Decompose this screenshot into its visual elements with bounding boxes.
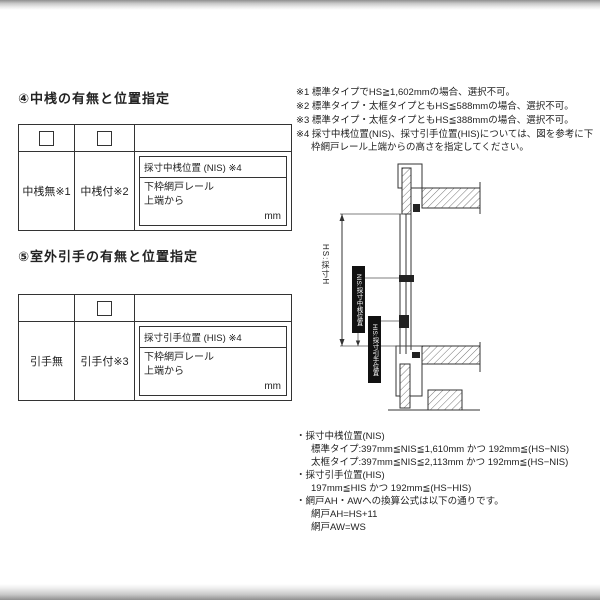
nakazan-with-label: 中桟付※2 — [75, 152, 135, 230]
bottom-rail-section — [421, 345, 481, 365]
footnote-4: ※4 採寸中桟位置(NIS)、採寸引手位置(HIS)については、図を参考に下枠網… — [296, 129, 594, 153]
footnote-1: ※1 標準タイプでHS≧1,602mmの場合、選択不可。 — [296, 87, 516, 98]
nis-dimension-label: NIS:採寸中桟位置 — [352, 266, 365, 333]
spec-note-his-title: ・採寸引手位置(HIS) — [296, 470, 385, 481]
footnote-3: ※3 標準タイプ・太框タイプともHS≦388mmの場合、選択不可。 — [296, 115, 574, 126]
cross-section-drawing — [339, 163, 481, 411]
spec-note-nis-thick: 太框タイプ:397mm≦NIS≦2,113mm かつ 192mm≦(HS−NIS… — [311, 457, 569, 468]
hs-dimension-label: HS:採寸H — [321, 244, 330, 286]
spec-notes-block: ・採寸中桟位置(NIS) 標準タイプ:397mm≦NIS≦1,610mm かつ … — [296, 430, 596, 534]
section5-heading: ⑤室外引手の有無と位置指定 — [18, 249, 199, 264]
nis-desc-line2: 上端から — [144, 195, 184, 207]
pull-handle — [399, 315, 409, 328]
hikite-with-label: 引手付※3 — [75, 322, 135, 400]
hikite-none-checkbox-cell — [19, 295, 75, 321]
nakazan-header-empty-cell — [135, 125, 291, 151]
hikite-table-body-row: 引手無 引手付※3 採寸引手位置 (HIS) ※4 下枠網戸レール 上端から m… — [19, 322, 291, 400]
nakazan-table-header-row — [19, 125, 291, 152]
hikite-with-checkbox-cell — [75, 295, 135, 321]
spec-note-nis-title: ・採寸中桟位置(NIS) — [296, 431, 385, 442]
nakazan-none-label: 中桟無※1 — [19, 152, 75, 230]
nakazan-with-checkbox[interactable] — [97, 130, 112, 146]
bottom-rail-seal — [412, 352, 420, 358]
nakazan-with-checkbox-cell — [75, 125, 135, 151]
his-value-field[interactable]: 下枠網戸レール 上端から mm — [140, 348, 286, 395]
hikite-table-header-row — [19, 295, 291, 322]
spec-note-his-range: 197mm≦HIS かつ 192mm≦(HS−HIS) — [311, 483, 472, 494]
hikite-option-table: 引手無 引手付※3 採寸引手位置 (HIS) ※4 下枠網戸レール 上端から m… — [18, 294, 292, 401]
window-cross-section-diagram: HS:採寸H NIS:採寸中桟位置 HIS:採寸引手位置 — [300, 158, 590, 428]
nakazan-option-table: 中桟無※1 中桟付※2 採寸中桟位置 (NIS) ※4 下枠網戸レール 上端から… — [18, 124, 292, 231]
footnotes-block: ※1 標準タイプでHS≧1,602mmの場合、選択不可。 ※2 標準タイプ・太框… — [296, 86, 594, 155]
hikite-none-label: 引手無 — [19, 322, 75, 400]
section4-heading: ④中桟の有無と位置指定 — [18, 91, 171, 106]
his-dimension-label: HIS:採寸引手位置 — [368, 316, 381, 383]
nis-box-title: 採寸中桟位置 (NIS) ※4 — [140, 157, 286, 178]
his-desc-line1: 下枠網戸レール — [144, 352, 214, 363]
floor-section — [427, 389, 463, 411]
spec-note-nis-standard: 標準タイプ:397mm≦NIS≦1,610mm かつ 192mm≦(HS−NIS… — [311, 444, 569, 455]
middle-rail — [399, 275, 414, 282]
his-unit-label: mm — [264, 380, 281, 392]
hikite-with-checkbox[interactable] — [97, 300, 112, 316]
nis-unit-label: mm — [264, 210, 281, 222]
his-position-box: 採寸引手位置 (HIS) ※4 下枠網戸レール 上端から mm — [139, 326, 287, 396]
bottom-gradient-edge — [0, 584, 600, 600]
top-seal-detail — [413, 204, 420, 212]
footnote-2: ※2 標準タイプ・太框タイプともHS≦588mmの場合、選択不可。 — [296, 101, 574, 112]
nakazan-none-checkbox-cell — [19, 125, 75, 151]
his-desc-line2: 上端から — [144, 365, 184, 377]
nakazan-none-checkbox[interactable] — [39, 130, 54, 146]
top-gradient-edge — [0, 0, 600, 10]
nis-desc-line1: 下枠網戸レール — [144, 182, 214, 193]
his-box-cell: 採寸引手位置 (HIS) ※4 下枠網戸レール 上端から mm — [135, 322, 291, 400]
spec-note-formula-title: ・網戸AH・AWへの換算公式は以下の通りです。 — [296, 496, 504, 507]
top-rail-section — [421, 187, 481, 209]
nis-value-field[interactable]: 下枠網戸レール 上端から mm — [140, 178, 286, 225]
nis-box-cell: 採寸中桟位置 (NIS) ※4 下枠網戸レール 上端から mm — [135, 152, 291, 230]
spec-note-formula-ah: 網戸AH=HS+11 — [311, 509, 378, 520]
nis-position-box: 採寸中桟位置 (NIS) ※4 下枠網戸レール 上端から mm — [139, 156, 287, 226]
nakazan-table-body-row: 中桟無※1 中桟付※2 採寸中桟位置 (NIS) ※4 下枠網戸レール 上端から… — [19, 152, 291, 230]
his-box-title: 採寸引手位置 (HIS) ※4 — [140, 327, 286, 348]
spec-note-formula-aw: 網戸AW=WS — [311, 522, 366, 533]
hikite-header-empty-cell — [135, 295, 291, 321]
